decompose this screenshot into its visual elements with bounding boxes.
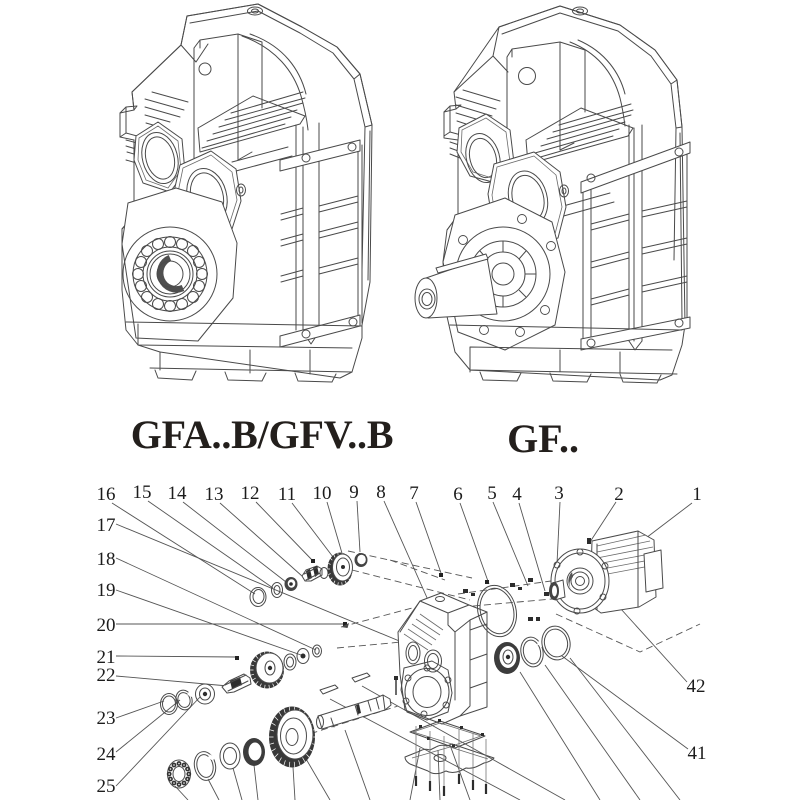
- svg-text:6: 6: [453, 484, 463, 505]
- svg-text:2: 2: [614, 484, 624, 505]
- svg-text:41: 41: [688, 743, 707, 764]
- svg-text:7: 7: [409, 483, 419, 504]
- svg-text:18: 18: [97, 549, 116, 570]
- svg-text:13: 13: [205, 484, 224, 505]
- svg-text:12: 12: [241, 483, 260, 504]
- svg-text:10: 10: [313, 483, 332, 504]
- svg-text:20: 20: [97, 615, 116, 636]
- svg-text:19: 19: [97, 580, 116, 601]
- svg-text:24: 24: [97, 744, 117, 765]
- svg-text:9: 9: [349, 482, 359, 503]
- svg-text:25: 25: [97, 776, 116, 797]
- svg-text:1: 1: [692, 484, 702, 505]
- svg-text:21: 21: [97, 647, 116, 668]
- svg-text:14: 14: [168, 483, 188, 504]
- svg-text:22: 22: [97, 665, 116, 686]
- svg-text:5: 5: [487, 483, 497, 504]
- svg-text:15: 15: [133, 482, 152, 503]
- svg-text:8: 8: [376, 482, 386, 503]
- svg-text:16: 16: [97, 484, 116, 505]
- svg-text:11: 11: [278, 484, 296, 505]
- svg-text:17: 17: [97, 515, 116, 536]
- svg-text:42: 42: [687, 676, 706, 697]
- svg-text:3: 3: [554, 483, 564, 504]
- svg-text:23: 23: [97, 708, 116, 729]
- svg-text:4: 4: [512, 484, 522, 505]
